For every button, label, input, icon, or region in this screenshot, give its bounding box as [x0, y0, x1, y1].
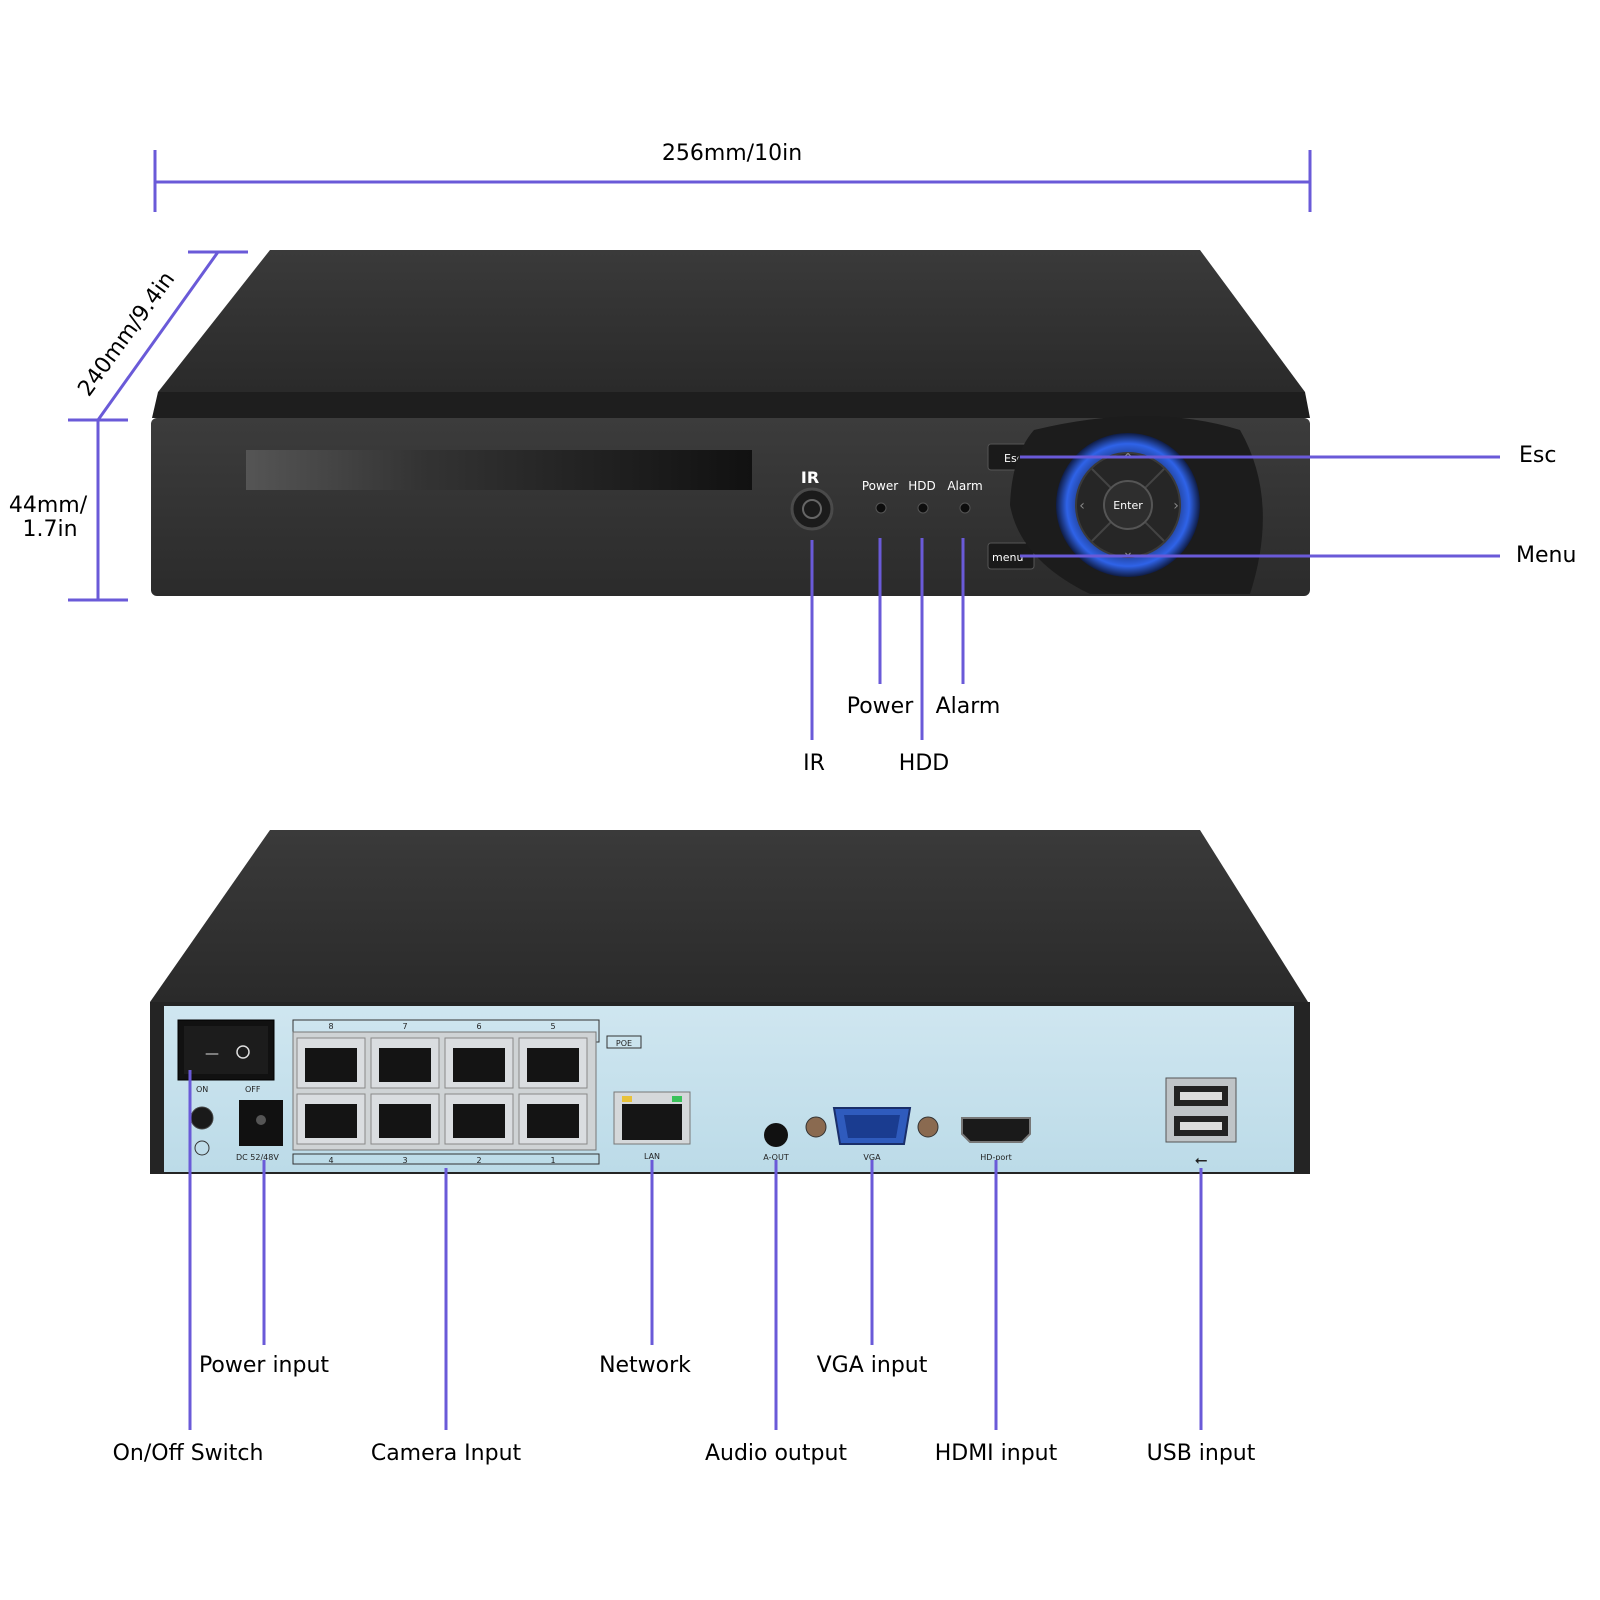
callout-network: Network: [599, 1353, 691, 1378]
nvr-rear-view: — ON OFF DC 52/48V 8 7 6 5 4 3 2 1 POE: [150, 830, 1310, 1174]
led-power-text: Power: [862, 479, 898, 493]
height-label-1: 44mm/: [9, 493, 88, 518]
callout-camera-input: Camera Input: [371, 1441, 522, 1466]
ir-receiver: [790, 487, 834, 531]
switch-on-text: ON: [196, 1085, 208, 1094]
poe-bottom-number: 1: [550, 1156, 555, 1165]
callout-ir: IR: [803, 751, 825, 776]
power-switch[interactable]: —: [177, 1019, 275, 1081]
led-alarm: [959, 502, 971, 514]
vga-text: VGA: [863, 1153, 881, 1162]
front-callouts: Esc Menu Power Alarm IR HDD: [803, 443, 1576, 776]
poe-camera-port[interactable]: [370, 1037, 440, 1089]
width-dimension: 256mm/10in: [153, 141, 1312, 212]
poe-bottom-number: 3: [402, 1156, 407, 1165]
callout-esc: Esc: [1519, 443, 1556, 468]
usb-ports[interactable]: [1165, 1077, 1237, 1143]
led-hdd-text: HDD: [908, 479, 936, 493]
callout-usb-input: USB input: [1147, 1441, 1256, 1466]
width-label: 256mm/10in: [662, 141, 802, 166]
lan-text: LAN: [644, 1152, 660, 1161]
poe-camera-port[interactable]: [444, 1037, 514, 1089]
height-dimension: 44mm/ 1.7in: [9, 420, 128, 602]
height-label-2: 1.7in: [22, 517, 77, 542]
ground-icon: [194, 1140, 210, 1156]
audio-out-text: A-OUT: [763, 1153, 789, 1162]
ground-screw: [190, 1106, 214, 1130]
nvr-front-view: IR Power HDD Alarm Esc menu Enter ⌃: [151, 250, 1310, 596]
svg-text:—: —: [205, 1046, 219, 1062]
poe-camera-port[interactable]: [518, 1037, 588, 1089]
enter-button[interactable]: [1103, 480, 1153, 530]
rear-callouts: Power input Network VGA input On/Off Swi…: [113, 1070, 1256, 1466]
poe-top-number: 6: [476, 1022, 481, 1031]
led-power: [875, 502, 887, 514]
arrow-down-icon: ⌄: [1122, 544, 1134, 560]
arrow-left-icon: ‹: [1079, 498, 1085, 514]
audio-out-jack[interactable]: [764, 1123, 788, 1147]
hdmi-text: HD-port: [980, 1153, 1011, 1162]
navigation-dial[interactable]: Enter ⌃ ⌄ ‹ ›: [1010, 416, 1263, 594]
poe-camera-port[interactable]: [518, 1093, 588, 1145]
switch-off-text: OFF: [245, 1085, 261, 1094]
hdmi-port[interactable]: [961, 1117, 1031, 1143]
callout-audio-output: Audio output: [705, 1441, 847, 1466]
menu-button[interactable]: menu: [987, 542, 1035, 570]
svg-text:menu: menu: [992, 551, 1023, 564]
device-top: [158, 250, 1305, 392]
dc-power-text: DC 52/48V: [236, 1153, 279, 1162]
poe-camera-port[interactable]: [296, 1093, 366, 1145]
enter-text: Enter: [1113, 499, 1143, 512]
callout-power: Power: [847, 694, 914, 719]
lan-port[interactable]: [613, 1091, 691, 1145]
poe-tag: POE: [616, 1039, 632, 1048]
ir-text: IR: [801, 468, 819, 487]
led-hdd: [917, 502, 929, 514]
callout-alarm: Alarm: [936, 694, 1001, 719]
callout-power-input: Power input: [199, 1353, 329, 1378]
callout-menu: Menu: [1516, 543, 1576, 568]
callout-hdmi-input: HDMI input: [935, 1441, 1058, 1466]
arrow-right-icon: ›: [1173, 498, 1179, 514]
display-slot: [246, 450, 752, 490]
poe-top-number: 7: [402, 1022, 407, 1031]
vga-port[interactable]: [805, 1107, 939, 1145]
poe-camera-port[interactable]: [370, 1093, 440, 1145]
arrow-up-icon: ⌃: [1122, 451, 1134, 467]
poe-port-block: 8 7 6 5 4 3 2 1 POE: [292, 1019, 642, 1165]
poe-bottom-number: 4: [328, 1156, 333, 1165]
poe-top-number: 5: [550, 1022, 555, 1031]
callout-hdd: HDD: [899, 751, 949, 776]
poe-top-number: 8: [328, 1022, 333, 1031]
device-top-rear: [150, 830, 1308, 1002]
led-alarm-text: Alarm: [947, 479, 982, 493]
poe-camera-port[interactable]: [444, 1093, 514, 1145]
poe-bottom-number: 2: [476, 1156, 481, 1165]
callout-on-off-switch: On/Off Switch: [113, 1441, 264, 1466]
usb-icon: ⭠: [1195, 1150, 1208, 1169]
poe-camera-port[interactable]: [296, 1037, 366, 1089]
dc-power-jack[interactable]: [239, 1100, 283, 1146]
callout-vga-input: VGA input: [817, 1353, 928, 1378]
